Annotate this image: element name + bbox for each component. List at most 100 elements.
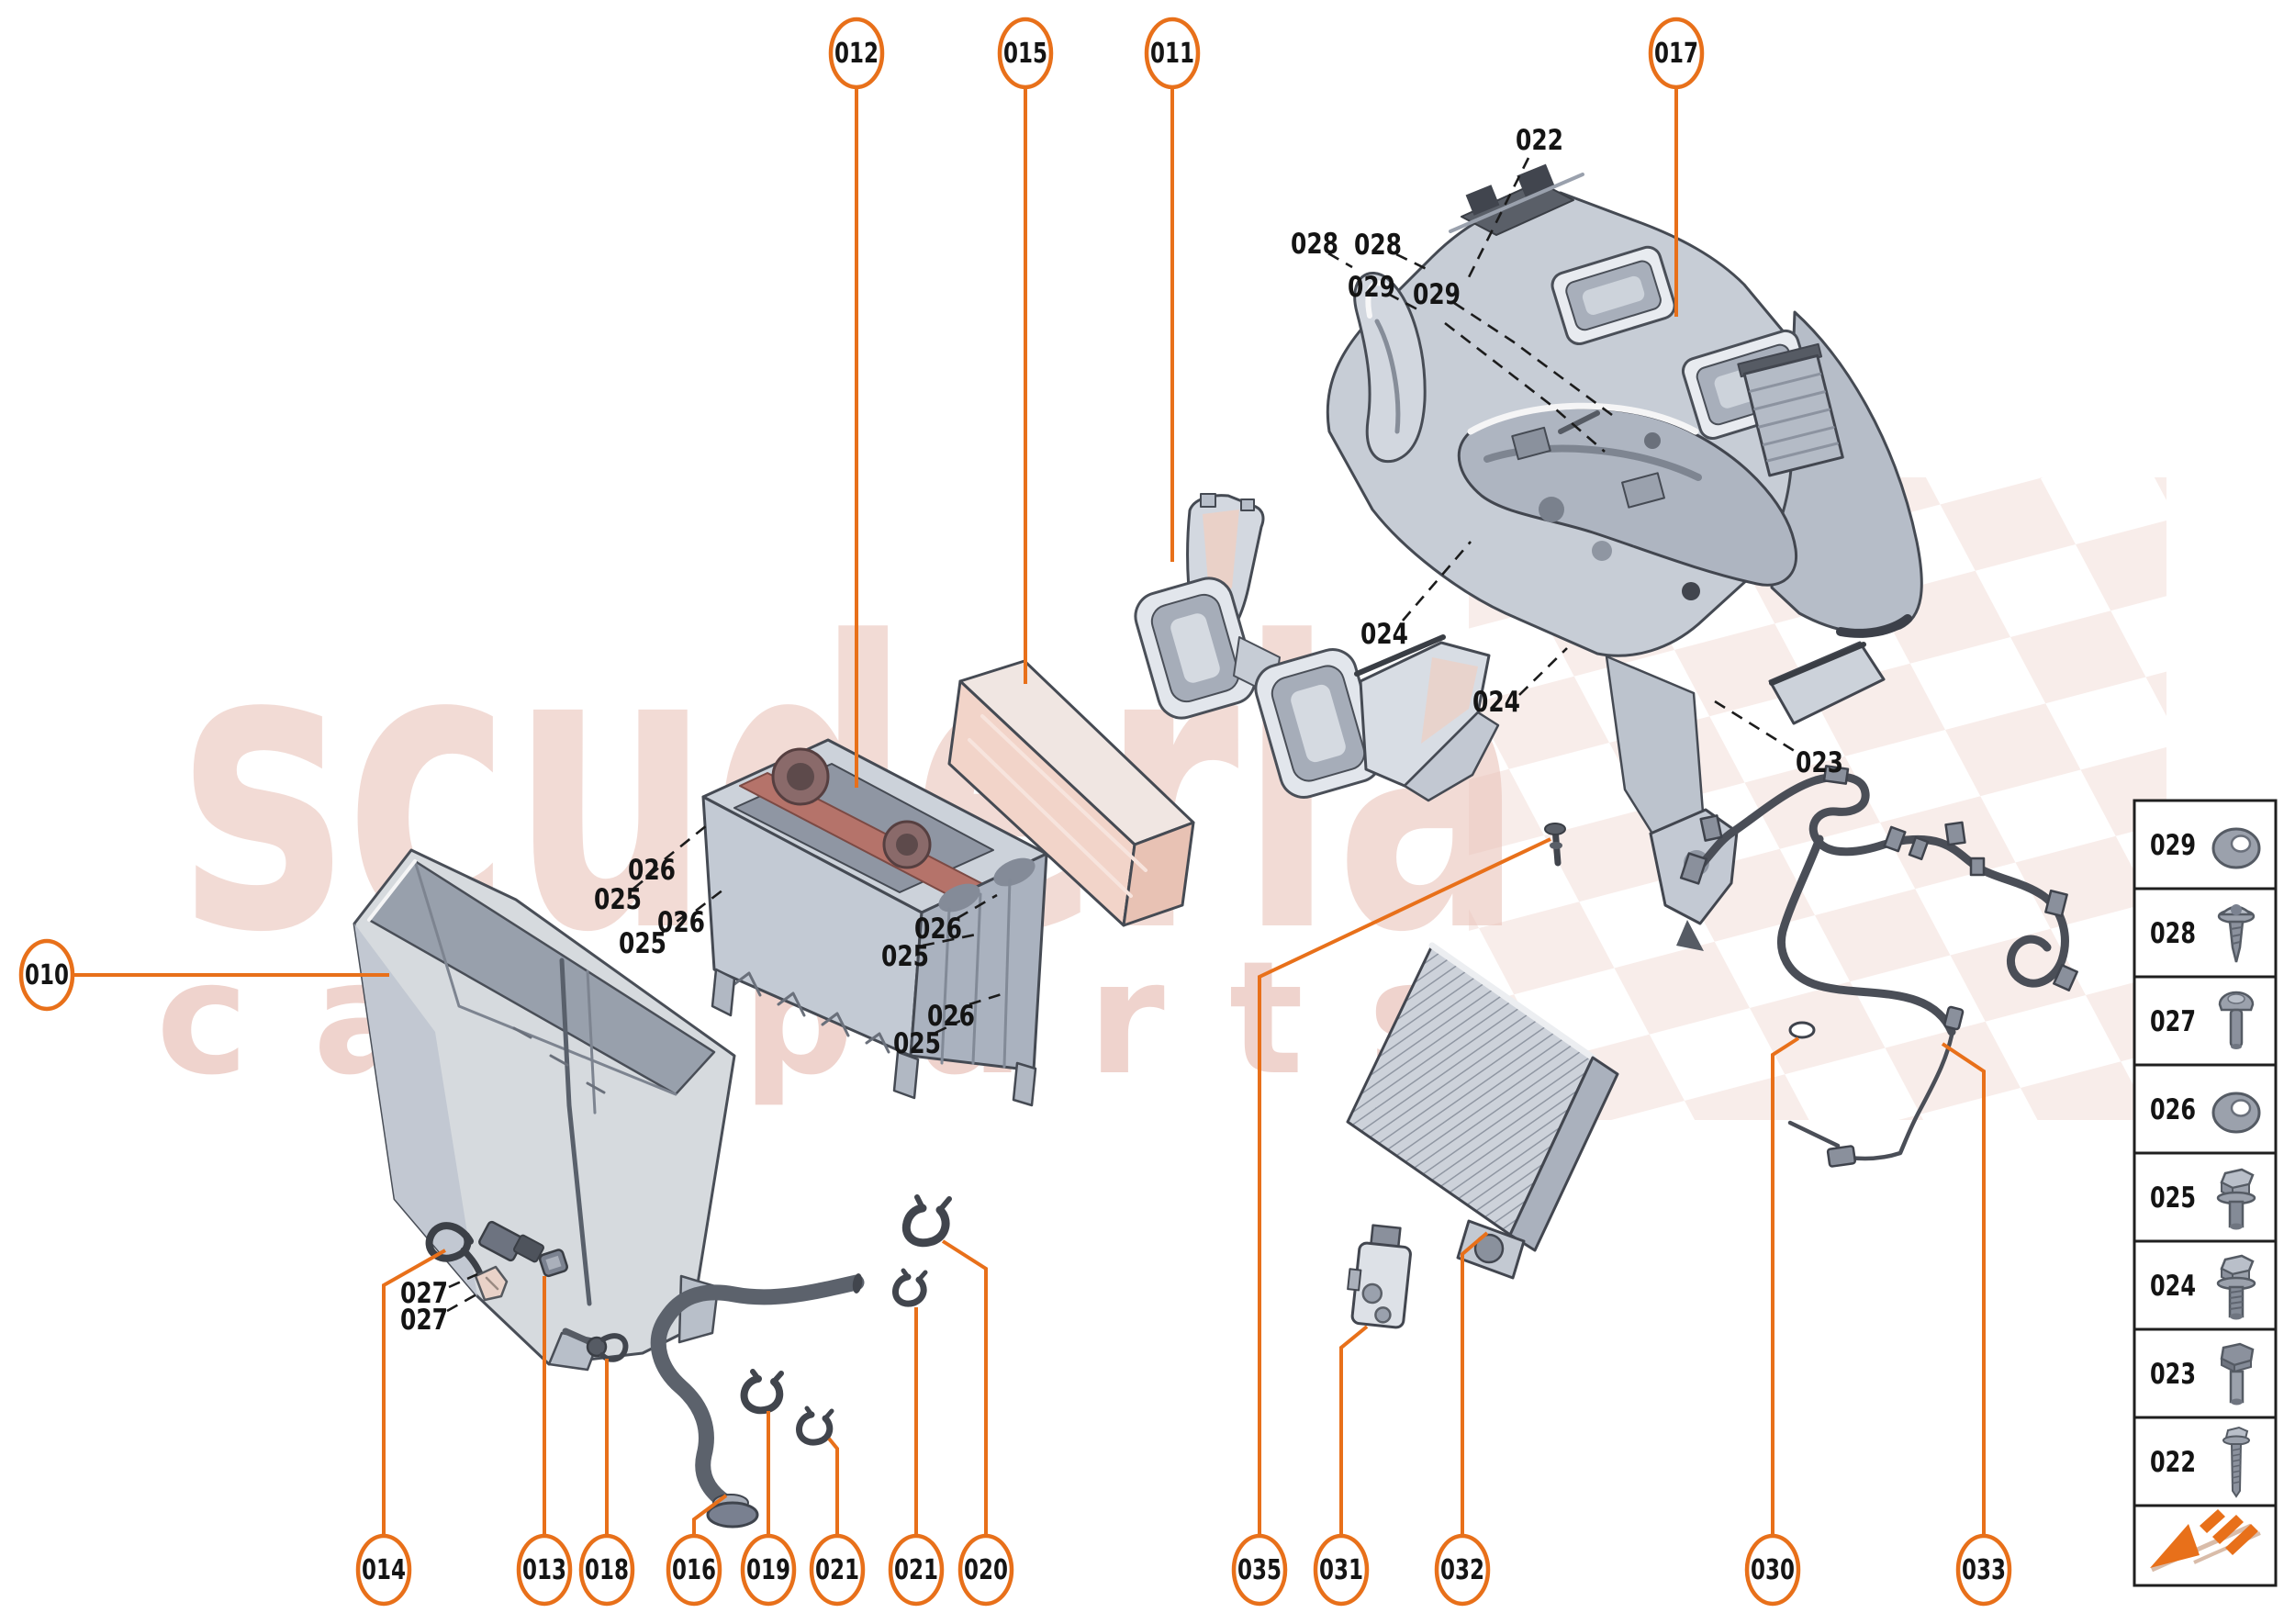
callout-013[interactable]: 013 [516, 1533, 573, 1607]
callout-number: 032 [1440, 1554, 1484, 1586]
callout-number: 012 [834, 38, 879, 70]
callout-bubble[interactable] [516, 1533, 573, 1607]
dashed-leader-line [1387, 292, 1420, 312]
legend-row-025[interactable]: 025 [2133, 1151, 2278, 1243]
part-032-evaporator-illustration [1346, 942, 1619, 1280]
callout-019[interactable]: 019 [740, 1533, 797, 1607]
part-number-label: 026 [927, 1000, 975, 1033]
callout-033[interactable]: 033 [1955, 1533, 2012, 1607]
part-030-o-ring [1788, 1021, 1816, 1039]
callout-number: 021 [815, 1554, 859, 1586]
callout-bubble[interactable] [809, 1533, 866, 1607]
callout-021[interactable]: 021 [809, 1533, 866, 1607]
dashed-leader-line [1395, 252, 1427, 271]
callout-number: 019 [746, 1554, 790, 1586]
part-number-callouts: 012 015 011 017 010 014 013 018 016 019 021 021 020 0… [18, 17, 2012, 1607]
callout-014[interactable]: 014 [355, 1533, 412, 1607]
leader-line [692, 1494, 728, 1536]
part-019-clip-illustration [740, 1369, 784, 1415]
callout-015[interactable]: 015 [997, 17, 1054, 90]
callout-bubble[interactable] [578, 1533, 635, 1607]
callout-bubble[interactable] [740, 1533, 797, 1607]
part-035-push-pin-illustration [1544, 823, 1566, 867]
callout-020[interactable]: 020 [957, 1533, 1014, 1607]
callout-bubble[interactable] [1434, 1533, 1491, 1607]
callout-bubble[interactable] [1144, 17, 1201, 90]
callout-030[interactable]: 030 [1744, 1533, 1801, 1607]
callout-bubble[interactable] [888, 1533, 945, 1607]
part-015-cabin-filter-illustration [947, 659, 1195, 927]
dashed-leader-line [957, 893, 998, 920]
dashed-leader-line [695, 885, 728, 913]
leader-line [1339, 1325, 1369, 1536]
callout-bubble[interactable] [1955, 1533, 2012, 1607]
callout-bubble[interactable] [1744, 1533, 1801, 1607]
part-number-label: 023 [1796, 746, 1843, 779]
callout-035[interactable]: 035 [1231, 1533, 1288, 1607]
legend-label-023: 023 [2150, 1358, 2196, 1391]
leader-line [382, 1249, 446, 1536]
part-020-clip-illustration [901, 1194, 952, 1248]
legend-row-028[interactable]: 028 [2133, 887, 2278, 979]
callout-018[interactable]: 018 [578, 1533, 635, 1607]
callout-number: 033 [1962, 1554, 2006, 1586]
callout-bubble[interactable] [957, 1533, 1014, 1607]
legend-logo-box [2133, 1504, 2278, 1587]
dashed-leader-line [1714, 700, 1798, 755]
dashed-leader-lines [446, 157, 1798, 1313]
callout-bubble[interactable] [1648, 17, 1705, 90]
leader-line [827, 1437, 839, 1536]
part-number-label: 029 [1413, 278, 1461, 311]
dashed-leader-line [1453, 301, 1613, 417]
callout-bubble[interactable] [666, 1533, 722, 1607]
part-018-cable-tie-illustration [562, 1327, 629, 1362]
callout-017[interactable]: 017 [1648, 17, 1705, 90]
dashed-leader-line [660, 913, 686, 935]
callout-bubble[interactable] [828, 17, 885, 90]
callout-number: 020 [964, 1554, 1008, 1586]
legend-label-025: 025 [2150, 1182, 2196, 1215]
part-number-label: 024 [1472, 686, 1520, 719]
callout-number: 010 [25, 959, 69, 991]
part-number-label: 024 [1360, 618, 1408, 651]
legend-row-023[interactable]: 023 [2133, 1327, 2278, 1419]
dashed-leader-line [1518, 647, 1568, 696]
callout-bubble[interactable] [1231, 1533, 1288, 1607]
legend-row-024[interactable]: 024 [2133, 1239, 2278, 1331]
legend-row-026[interactable]: 026 [2133, 1063, 2278, 1155]
part-021-clip-a-illustration [796, 1406, 834, 1446]
washer-icon [2211, 1092, 2261, 1134]
callout-bubble[interactable] [997, 17, 1054, 90]
part-number-label: 026 [657, 906, 705, 939]
legend-row-029[interactable]: 029 [2133, 799, 2278, 890]
legend-row-027[interactable]: 027 [2133, 975, 2278, 1067]
part-number-label: 025 [594, 883, 642, 916]
callout-032[interactable]: 032 [1434, 1533, 1491, 1607]
callout-number: 035 [1237, 1554, 1282, 1586]
legend-label-028: 028 [2150, 917, 2196, 950]
callout-number: 014 [362, 1554, 406, 1586]
callout-number: 018 [585, 1554, 629, 1586]
part-031-expansion-valve-illustration [1347, 1224, 1412, 1329]
leader-line [1258, 837, 1551, 1536]
callout-bubble[interactable] [18, 938, 75, 1012]
callout-bubble[interactable] [1313, 1533, 1370, 1607]
callout-011[interactable]: 011 [1144, 17, 1201, 90]
callout-number: 013 [522, 1554, 566, 1586]
part-012-filter-housing-illustration [701, 738, 1048, 1107]
callout-021[interactable]: 021 [888, 1533, 945, 1607]
part-number-label: 025 [881, 940, 929, 973]
callout-bubble[interactable] [355, 1533, 412, 1607]
callout-031[interactable]: 031 [1313, 1533, 1370, 1607]
dashed-leader-line [1444, 321, 1606, 453]
part-014-wiring-pigtail-illustration [425, 1220, 544, 1302]
callout-016[interactable]: 016 [666, 1533, 722, 1607]
callout-012[interactable]: 012 [828, 17, 885, 90]
dashed-leader-line [633, 866, 660, 890]
legend-row-022[interactable]: 022 [2133, 1416, 2278, 1507]
callout-010[interactable]: 010 [18, 938, 75, 1012]
dashed-leader-line [922, 933, 977, 947]
part-number-label: 028 [1291, 228, 1338, 261]
